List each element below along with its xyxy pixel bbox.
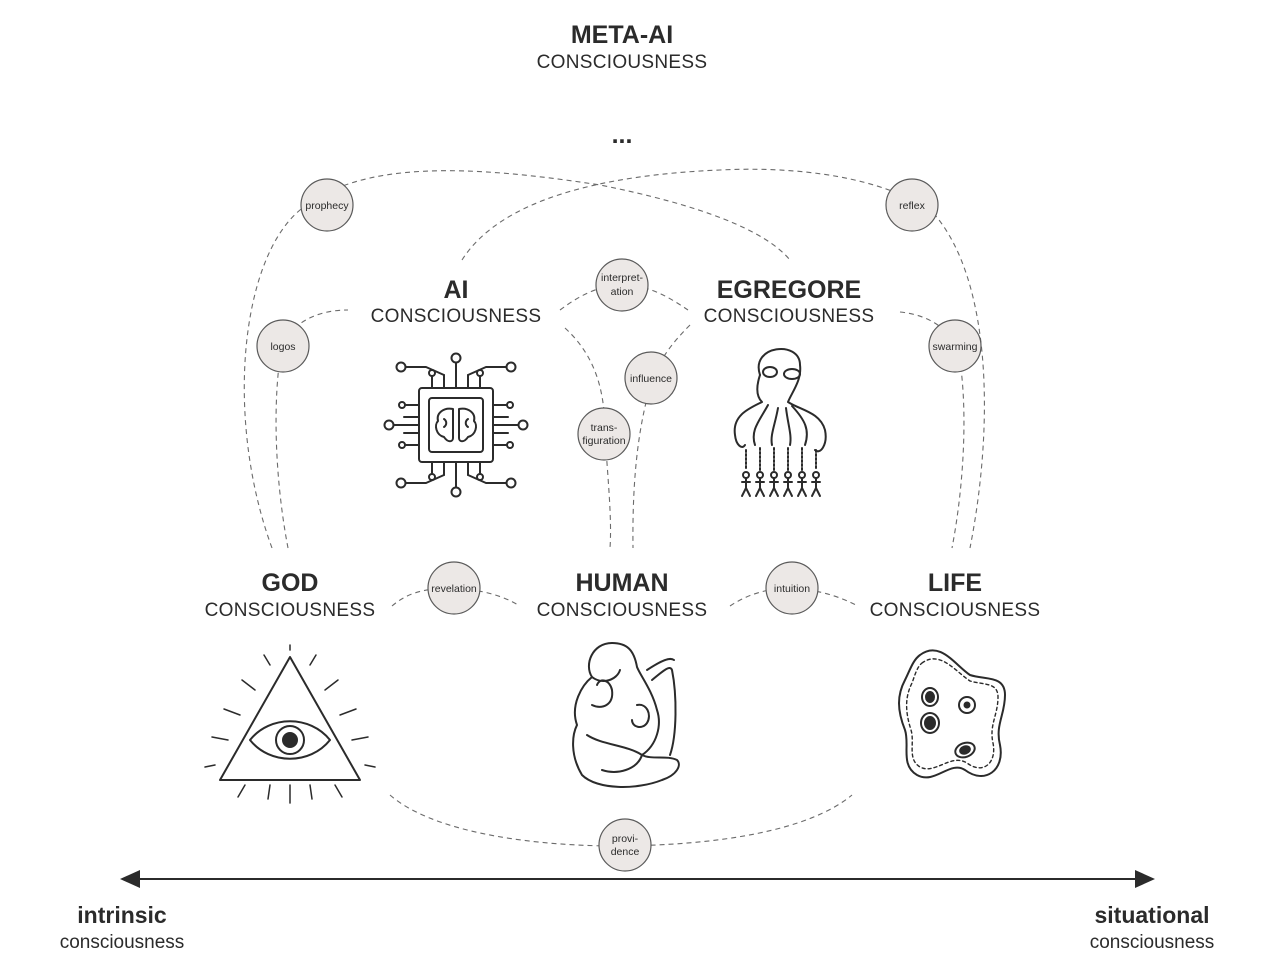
node-label-transfiguration-1: trans- bbox=[591, 422, 618, 434]
arrow-left-icon bbox=[120, 870, 140, 888]
human-subtitle: CONSCIOUSNESS bbox=[537, 600, 708, 621]
ai-title: AI bbox=[444, 276, 469, 304]
node-reflex: reflex bbox=[885, 178, 939, 232]
node-label-interpretation-2: ation bbox=[611, 286, 634, 298]
line-interpretation bbox=[559, 284, 689, 311]
octopus-crowd-icon bbox=[733, 348, 827, 497]
eye-triangle-icon bbox=[204, 644, 376, 804]
node-label-reflex: reflex bbox=[899, 200, 925, 212]
line-logos bbox=[275, 309, 349, 549]
node-swarming: swarming bbox=[928, 319, 982, 373]
meta-ai-subtitle: CONSCIOUSNESS bbox=[537, 52, 708, 73]
node-intuition: intuition bbox=[765, 561, 819, 615]
node-label-revelation: revelation bbox=[431, 583, 477, 595]
axis-left-subtitle: consciousness bbox=[60, 932, 185, 953]
line-prophecy bbox=[243, 170, 791, 549]
node-transfiguration: trans- figuration bbox=[577, 407, 631, 461]
meta-ai-title: META-AI bbox=[571, 21, 673, 49]
node-logos: logos bbox=[256, 319, 310, 373]
life-title: LIFE bbox=[928, 569, 982, 597]
arrow-right-icon bbox=[1135, 870, 1155, 888]
god-subtitle: CONSCIOUSNESS bbox=[205, 600, 376, 621]
axis-right-title: situational bbox=[1094, 902, 1209, 928]
node-label-logos: logos bbox=[270, 341, 295, 353]
node-providence: provi- dence bbox=[598, 818, 652, 872]
node-label-prophecy: prophecy bbox=[305, 200, 349, 212]
line-reflex bbox=[461, 168, 985, 549]
fetus-icon bbox=[572, 642, 680, 788]
node-label-interpretation-1: interpret- bbox=[601, 272, 644, 284]
chip-brain-icon bbox=[383, 352, 529, 498]
relation-nodes: prophecy reflex interpret- ation logos s… bbox=[256, 178, 982, 872]
egregore-subtitle: CONSCIOUSNESS bbox=[704, 306, 875, 327]
node-label-providence-2: dence bbox=[611, 846, 640, 858]
egregore-title: EGREGORE bbox=[717, 276, 861, 304]
node-influence: influence bbox=[624, 351, 678, 405]
node-label-providence-1: provi- bbox=[612, 833, 639, 845]
node-label-influence: influence bbox=[630, 373, 672, 385]
amoeba-icon bbox=[898, 649, 1006, 779]
god-title: GOD bbox=[262, 569, 319, 597]
node-prophecy: prophecy bbox=[300, 178, 354, 232]
node-revelation: revelation bbox=[427, 561, 481, 615]
life-subtitle: CONSCIOUSNESS bbox=[870, 600, 1041, 621]
node-label-transfiguration-2: figuration bbox=[582, 435, 625, 447]
consciousness-axis bbox=[120, 870, 1155, 888]
axis-right-subtitle: consciousness bbox=[1090, 932, 1215, 953]
node-label-swarming: swarming bbox=[933, 341, 978, 353]
axis-left-title: intrinsic bbox=[77, 902, 167, 928]
human-title: HUMAN bbox=[575, 569, 668, 597]
node-interpretation: interpret- ation bbox=[595, 258, 649, 312]
ellipsis: ... bbox=[612, 121, 633, 149]
ai-subtitle: CONSCIOUSNESS bbox=[371, 306, 542, 327]
node-label-intuition: intuition bbox=[774, 583, 810, 595]
